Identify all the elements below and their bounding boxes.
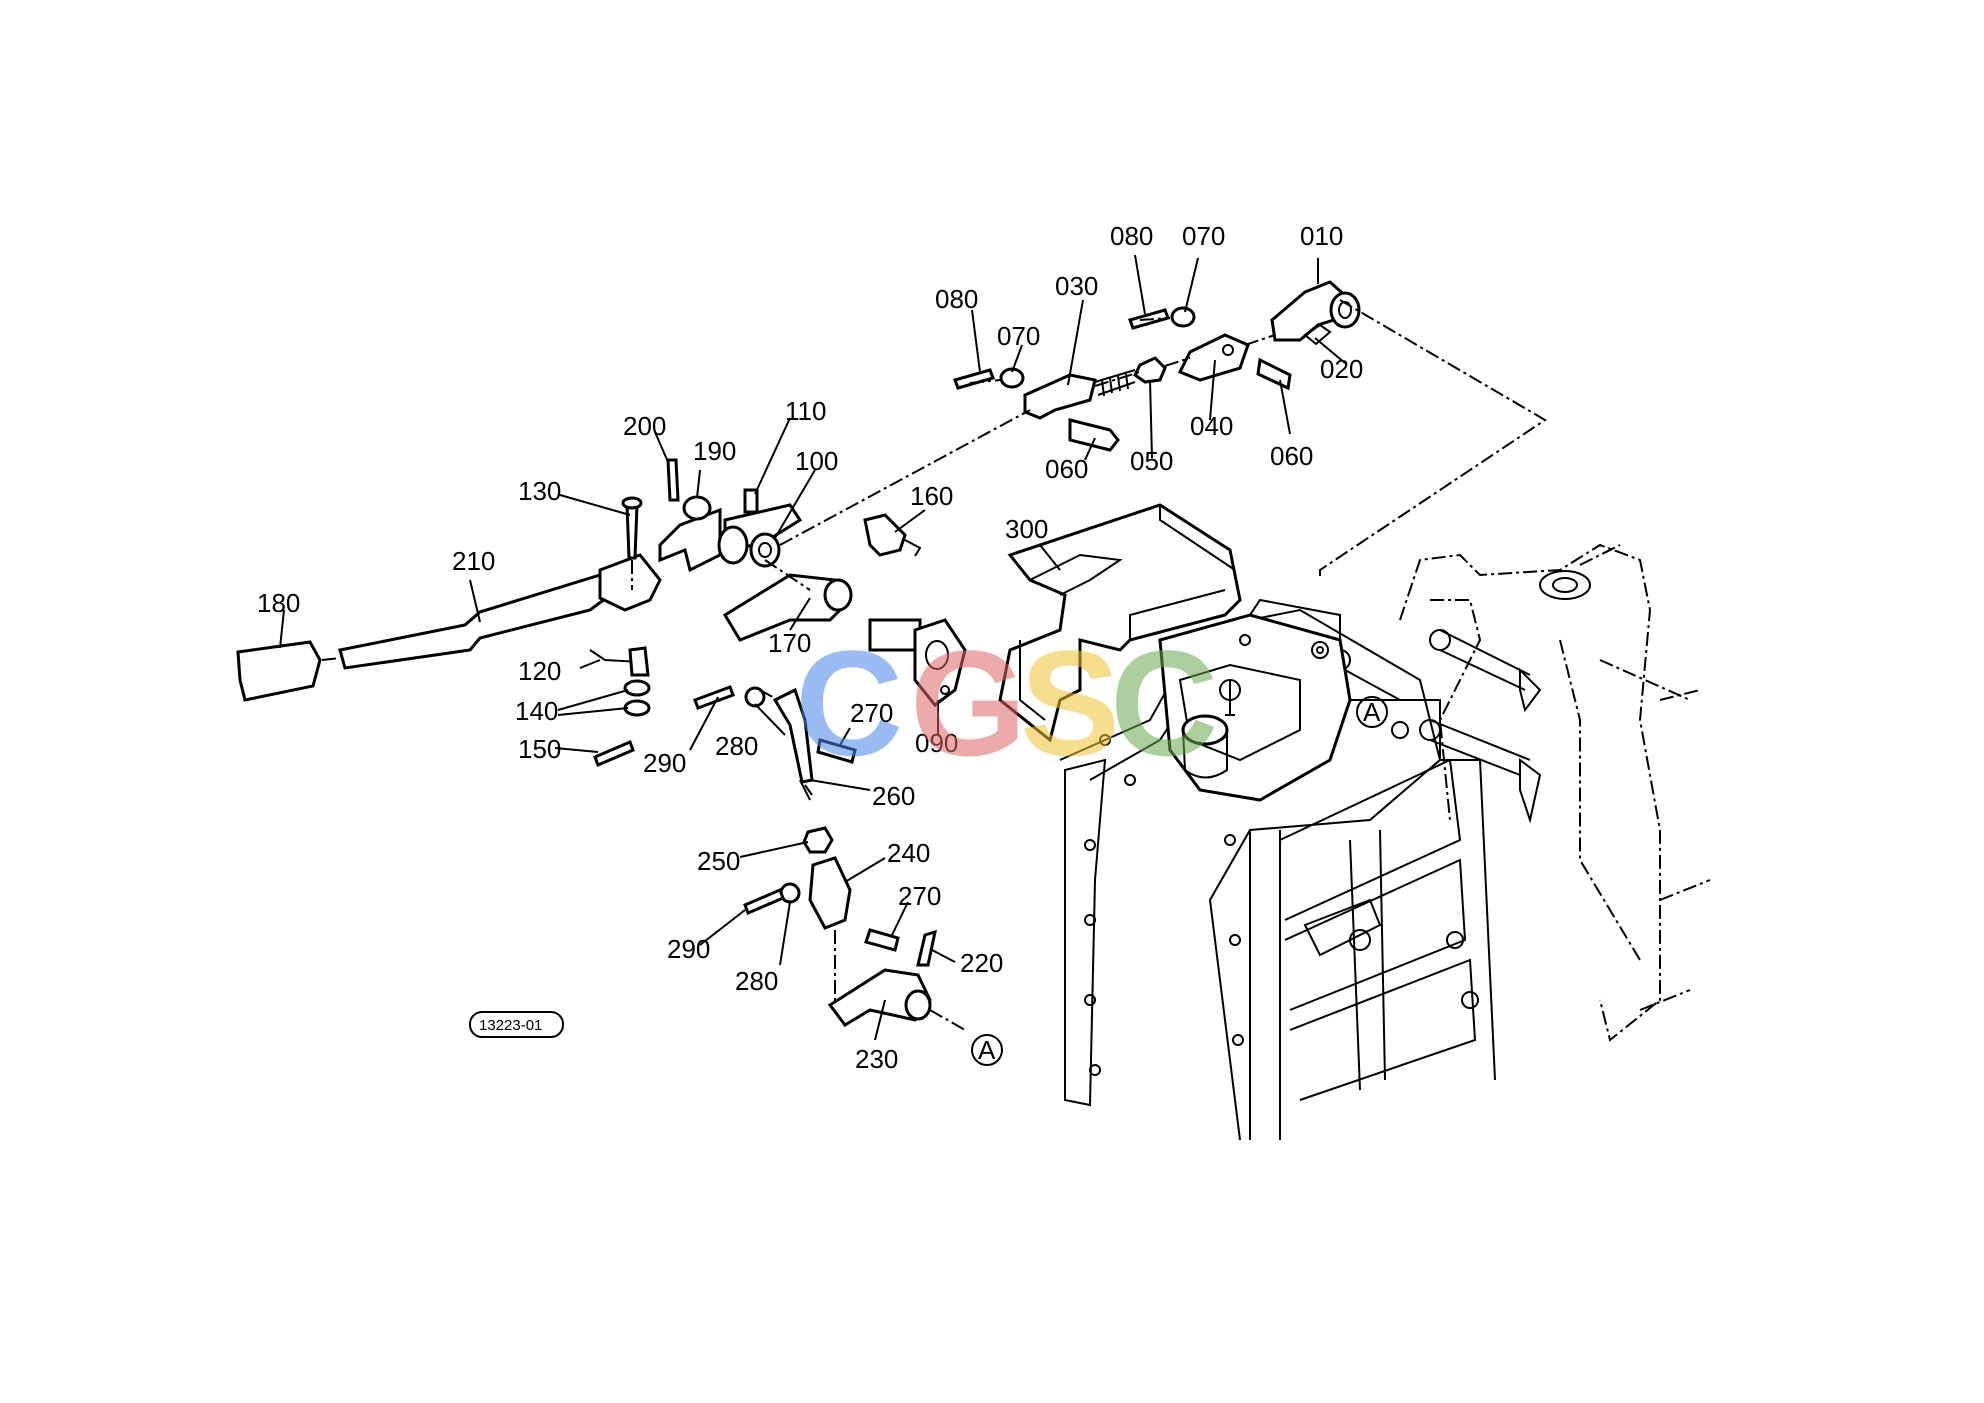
label-070b: 070 bbox=[1182, 221, 1225, 251]
upper-linkage bbox=[779, 280, 1547, 580]
label-190: 190 bbox=[693, 436, 736, 466]
label-120: 120 bbox=[518, 656, 561, 686]
lower-linkage bbox=[693, 685, 966, 1031]
watermark-letter-4: C bbox=[1110, 619, 1218, 787]
label-240: 240 bbox=[887, 838, 930, 868]
label-020: 020 bbox=[1320, 354, 1363, 384]
rear-housing bbox=[1399, 543, 1711, 1042]
label-080a: 080 bbox=[935, 284, 978, 314]
reference-markers: A A bbox=[971, 696, 1388, 1066]
label-260: 260 bbox=[872, 781, 915, 811]
label-160: 160 bbox=[910, 481, 953, 511]
watermark: C G S C bbox=[795, 619, 1218, 787]
label-040: 040 bbox=[1190, 411, 1233, 441]
cover-300 bbox=[998, 503, 1242, 743]
label-290a: 290 bbox=[643, 748, 686, 778]
label-210: 210 bbox=[452, 546, 495, 576]
label-110: 110 bbox=[785, 396, 826, 426]
label-090: 090 bbox=[915, 728, 958, 758]
label-180: 180 bbox=[257, 588, 300, 618]
label-150: 150 bbox=[518, 734, 561, 764]
ref-a-lower: A bbox=[978, 1035, 996, 1065]
label-270a: 270 bbox=[850, 698, 893, 728]
watermark-letter-3: S bbox=[1020, 619, 1120, 787]
ref-a-housing: A bbox=[1363, 697, 1381, 727]
label-280a: 280 bbox=[715, 731, 758, 761]
label-010: 010 bbox=[1300, 221, 1343, 251]
label-070a: 070 bbox=[997, 321, 1040, 351]
label-200: 200 bbox=[623, 411, 666, 441]
part-labels: 010 020 030 040 050 060 060 070 070 080 … bbox=[257, 221, 1363, 1074]
label-060b: 060 bbox=[1270, 441, 1313, 471]
diagram-code-text: 13223-01 bbox=[479, 1017, 542, 1034]
label-130: 130 bbox=[518, 476, 561, 506]
label-030: 030 bbox=[1055, 271, 1098, 301]
label-270b: 270 bbox=[898, 881, 941, 911]
label-050: 050 bbox=[1130, 446, 1173, 476]
watermark-letter-1: C bbox=[795, 619, 903, 787]
label-170: 170 bbox=[768, 628, 811, 658]
valve-block bbox=[1099, 613, 1352, 802]
label-290b: 290 bbox=[667, 934, 710, 964]
label-230: 230 bbox=[855, 1044, 898, 1074]
label-280b: 280 bbox=[735, 966, 778, 996]
diagram-code: 13223-01 bbox=[469, 1011, 564, 1038]
label-100: 100 bbox=[795, 446, 838, 476]
label-300: 300 bbox=[1005, 514, 1048, 544]
label-220: 220 bbox=[960, 948, 1003, 978]
label-140: 140 bbox=[515, 696, 558, 726]
watermark-letter-2: G bbox=[910, 619, 1027, 787]
leader-lines bbox=[279, 254, 1346, 1041]
label-060a: 060 bbox=[1045, 454, 1088, 484]
label-250: 250 bbox=[697, 846, 740, 876]
label-080b: 080 bbox=[1110, 221, 1153, 251]
